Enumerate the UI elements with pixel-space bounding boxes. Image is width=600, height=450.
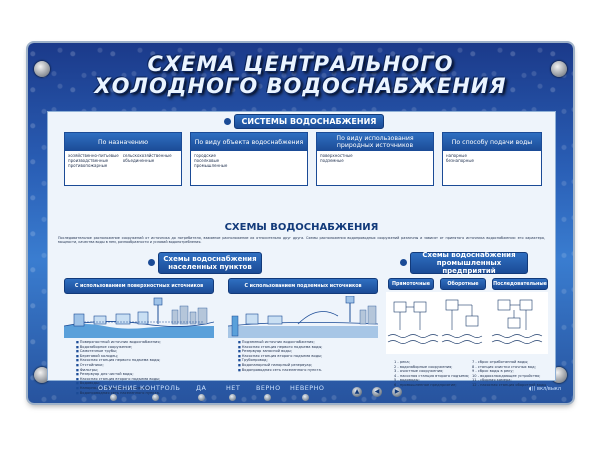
category-items: хозяйственно-питьевые производственные п… bbox=[68, 153, 119, 168]
sound-toggle-label: вкл/выкл bbox=[537, 386, 561, 392]
yes-button[interactable]: ДА bbox=[196, 384, 207, 392]
nav-up-icon[interactable]: ▲ bbox=[352, 387, 362, 397]
category-label: По способу подачи воды bbox=[443, 133, 541, 151]
industrial-heading: Схемы водоснабжения промышленных предпри… bbox=[410, 251, 528, 275]
training-indicator-icon bbox=[110, 394, 117, 401]
bullet-icon bbox=[148, 259, 155, 266]
category-items: поверхностные подземные bbox=[320, 153, 353, 163]
category-supply: По способу подачи воды напорные безнапор… bbox=[442, 132, 542, 186]
category-items: городские поселковые промышленные bbox=[194, 153, 228, 168]
category-source: По виду использования природных источник… bbox=[316, 132, 434, 186]
incorrect-button[interactable]: НЕВЕРНО bbox=[290, 384, 325, 392]
category-items: сельскохозяйственные объединенные bbox=[122, 153, 172, 163]
category-object: По виду объекта водоснабжения городские … bbox=[190, 132, 308, 186]
poster-board: СХЕМА ЦЕНТРАЛЬНОГО ХОЛОДНОГО ВОДОСНАБЖЕН… bbox=[28, 43, 573, 403]
nav-left-icon[interactable]: ◀ bbox=[372, 387, 382, 397]
category-label: По виду объекта водоснабжения bbox=[191, 133, 307, 151]
industrial-schemes-diagram bbox=[386, 292, 548, 354]
category-label: По виду использования природных источник… bbox=[317, 133, 433, 151]
training-button[interactable]: ОБУЧЕНИЕ bbox=[98, 384, 138, 392]
correct-indicator-icon bbox=[264, 394, 271, 401]
type-direct-flow: Прямоточные bbox=[388, 278, 434, 290]
surface-sources-label: С использованием поверхностных источнико… bbox=[64, 278, 214, 294]
underground-legend: Подземный источник водоснабжения; Насосн… bbox=[238, 340, 378, 372]
surface-source-diagram bbox=[64, 297, 214, 338]
underground-sources-label: С использованием подземных источников bbox=[228, 278, 378, 294]
underground-source-diagram bbox=[228, 296, 378, 338]
control-indicator-icon bbox=[152, 394, 159, 401]
category-items: напорные безнапорные bbox=[446, 153, 474, 163]
type-sequential: Последовательные bbox=[492, 278, 548, 290]
industrial-legend-left: 1 - река; 2 - водозаборные сооружения; 3… bbox=[394, 360, 470, 387]
no-button[interactable]: НЕТ bbox=[226, 384, 241, 392]
page-title: СХЕМА ЦЕНТРАЛЬНОГО ХОЛОДНОГО ВОДОСНАБЖЕН… bbox=[94, 52, 507, 98]
settlements-heading: Схемы водоснабжения населенных пунктов bbox=[158, 252, 262, 274]
bottom-left-screw-icon bbox=[34, 367, 50, 383]
industrial-legend-right: 7 - сброс отработанной воды; 8 - станция… bbox=[472, 360, 547, 387]
correct-button[interactable]: ВЕРНО bbox=[256, 384, 281, 392]
bullet-icon bbox=[224, 118, 231, 125]
type-recirculating: Оборотные bbox=[440, 278, 486, 290]
control-button[interactable]: КОНТРОЛЬ bbox=[140, 384, 181, 392]
nav-right-icon[interactable]: ▶ bbox=[392, 387, 402, 397]
category-label: По назначению bbox=[65, 133, 181, 151]
bullet-icon bbox=[400, 259, 407, 266]
schemes-intro: Последовательное расположение сооружений… bbox=[58, 236, 545, 245]
content-panel: СИСТЕМЫ ВОДОСНАБЖЕНИЯ По назначению хозя… bbox=[47, 111, 556, 395]
surface-legend: Поверхностный источник водоснабжения; Во… bbox=[76, 340, 216, 395]
systems-heading: СИСТЕМЫ ВОДОСНАБЖЕНИЯ bbox=[234, 114, 384, 129]
sound-toggle-button[interactable]: ◖)) вкл/выкл bbox=[529, 386, 561, 392]
control-strip: ОБУЧЕНИЕ КОНТРОЛЬ ДА НЕТ ВЕРНО НЕВЕРНО ▲… bbox=[28, 381, 573, 403]
top-left-screw-icon bbox=[34, 61, 50, 77]
category-purpose: По назначению хозяйственно-питьевые прои… bbox=[64, 132, 182, 186]
schemes-heading: СХЕМЫ ВОДОСНАБЖЕНИЯ bbox=[224, 222, 379, 233]
top-right-screw-icon bbox=[551, 61, 567, 77]
no-indicator-icon bbox=[229, 394, 236, 401]
incorrect-indicator-icon bbox=[302, 394, 309, 401]
yes-indicator-icon bbox=[198, 394, 205, 401]
speaker-icon: ◖)) bbox=[528, 386, 536, 392]
